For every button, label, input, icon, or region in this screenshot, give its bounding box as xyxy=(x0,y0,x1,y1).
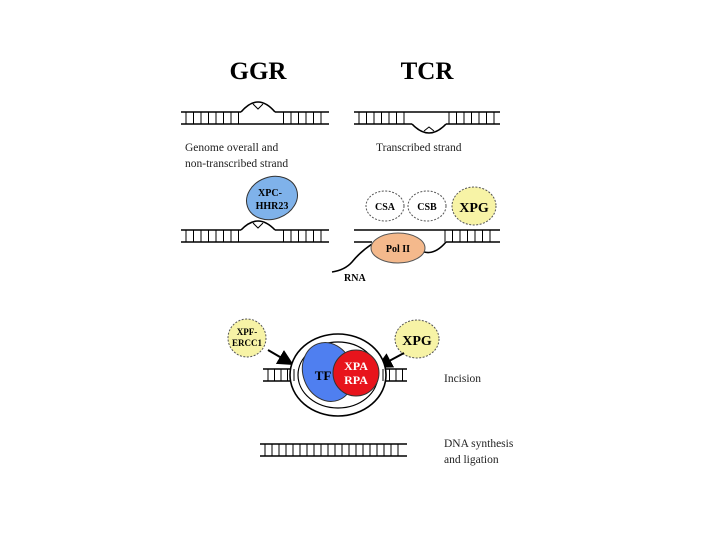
pol-ii-protein: Pol II xyxy=(370,232,426,264)
xpa-label: XPA xyxy=(344,359,368,373)
ggr-dna-lesion-2 xyxy=(181,220,329,243)
ggr-caption-line1: Genome overall and xyxy=(185,142,278,154)
xpf-arrow xyxy=(267,349,294,366)
xpc-hhr23-protein: XPC- HHR23 xyxy=(246,175,298,221)
csb-protein: CSB xyxy=(407,190,447,222)
ggr-dna-lesion-1 xyxy=(181,101,329,125)
xpg-bottom-label: XPG xyxy=(402,334,432,349)
xpa-rpa-protein: XPA RPA xyxy=(332,349,380,397)
repaired-dna xyxy=(260,443,407,457)
xpg-top-label: XPG xyxy=(459,201,489,216)
ggr-caption-line2: non-transcribed strand xyxy=(185,158,288,170)
pol-ii-label: Pol II xyxy=(386,244,410,255)
incision-caption: Incision xyxy=(444,373,481,385)
tcr-caption: Transcribed strand xyxy=(376,142,462,154)
xpg-protein-bottom: XPG xyxy=(394,319,440,359)
dna-rungs xyxy=(185,112,495,456)
csb-label: CSB xyxy=(417,202,437,213)
xpf-label-line2: ERCC1 xyxy=(232,338,263,348)
rna-strand xyxy=(331,243,373,273)
synthesis-caption-line1: DNA synthesis xyxy=(444,438,514,450)
xpf-ercc1-protein: XPF- ERCC1 xyxy=(227,318,267,358)
csa-protein: CSA xyxy=(365,190,405,222)
xpc-label-line2: HHR23 xyxy=(256,201,289,212)
tfiih-label: TF xyxy=(315,368,332,383)
xpc-label-line1: XPC- xyxy=(258,188,282,199)
tcr-title: TCR xyxy=(401,58,455,85)
rpa-label: RPA xyxy=(344,373,368,387)
rna-label: RNA xyxy=(344,273,366,284)
xpf-label-line1: XPF- xyxy=(237,327,258,337)
xpg-protein-top: XPG xyxy=(451,186,497,226)
csa-label: CSA xyxy=(375,202,396,213)
tcr-dna-lesion-1 xyxy=(354,111,500,134)
ggr-title: GGR xyxy=(230,58,288,85)
synthesis-caption-line2: and ligation xyxy=(444,454,499,466)
